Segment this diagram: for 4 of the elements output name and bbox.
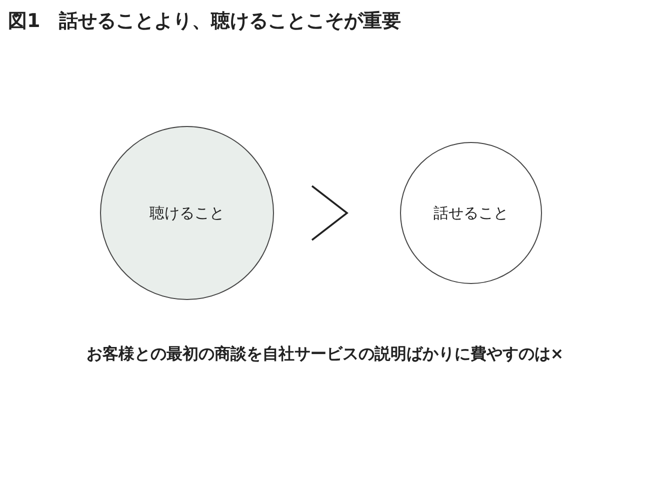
title: 図1 話せることより、聴けることこそが重要 (8, 9, 402, 34)
statement: お客様との最初の商談を自社サービスの説明ばかりに費やすのは× (85, 344, 565, 365)
circle-label: 聴けること (150, 204, 224, 222)
circle-label: 話せること (434, 204, 508, 222)
